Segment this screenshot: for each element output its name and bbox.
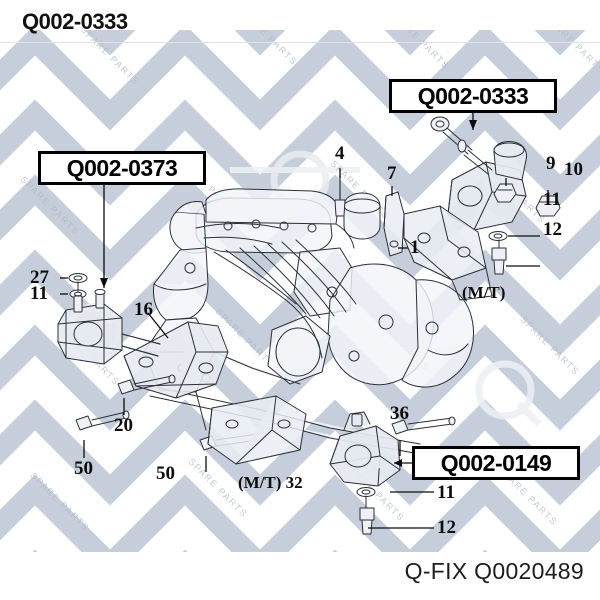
part-label-4: 4	[335, 143, 345, 164]
part-label-10: 10	[564, 159, 583, 180]
part-label-7: 7	[387, 163, 397, 184]
footer-brand-code: Q-FIX Q0020489	[404, 558, 584, 584]
page-title: Q002-0333	[22, 9, 128, 34]
part-label-9: 9	[546, 153, 556, 174]
part-label-12-bottom: 12	[437, 517, 456, 538]
part-label-11-right: 11	[543, 189, 561, 210]
part-label-mt-right: (M/T)	[462, 283, 506, 302]
part-label-11-left: 11	[30, 283, 48, 304]
part-label-mt-32: (M/T) 32	[238, 473, 303, 492]
part-label-12-right: 12	[543, 219, 562, 240]
part-label-50-mid: 50	[156, 463, 175, 484]
callout-q002-0373[interactable]: Q002-0373	[38, 151, 206, 185]
part-label-36: 36	[390, 403, 409, 424]
header-divider	[0, 42, 600, 43]
part-label-16: 16	[134, 299, 153, 320]
part-label-11-bottom: 11	[437, 482, 455, 503]
part-label-1: 1	[410, 237, 420, 258]
part-label-20: 20	[114, 415, 133, 436]
callout-q002-0333[interactable]: Q002-0333	[389, 79, 557, 113]
part-label-50-left: 50	[74, 458, 93, 479]
callout-q002-0149[interactable]: Q002-0149	[412, 446, 580, 480]
